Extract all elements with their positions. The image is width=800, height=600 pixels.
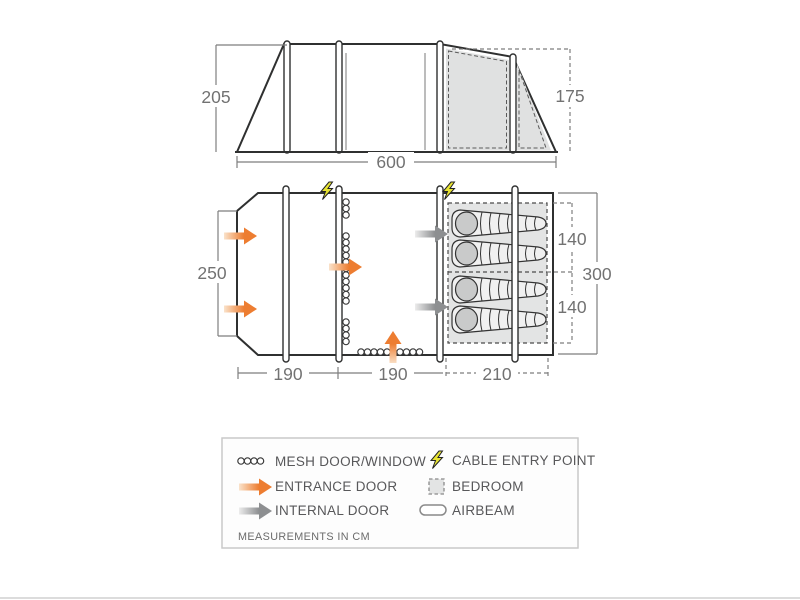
dim-elevation-height-right: 175 [452,48,587,152]
legend-label-entrance: ENTRANCE DOOR [275,479,397,494]
dim-label-600: 600 [376,152,405,172]
airbeam-pole [509,53,517,154]
dim-label-140-top: 140 [557,229,586,249]
mesh-icon [237,457,265,465]
airbeam-pole [335,185,343,363]
legend-label-airbeam: AIRBEAM [452,503,515,518]
dim-label-300: 300 [582,264,611,284]
airbeam-pole [436,185,444,363]
dim-plan-rear-width: 300 [558,192,617,355]
legend-label-mesh: MESH DOOR/WINDOW [275,454,426,469]
bedroom-swatch-icon [428,478,445,495]
legend-box [221,437,579,549]
dim-label-175: 175 [555,86,584,106]
mesh-window [342,318,350,346]
legend-label-bedroom: BEDROOM [452,479,524,494]
legend: MESH DOOR/WINDOW ENTRANCE DOOR INTERNAL … [221,437,595,549]
dim-plan-sections: 190 190 210 [237,358,549,384]
legend-note: MEASUREMENTS IN CM [238,531,370,543]
airbeam-pole [283,40,291,154]
elevation-rear-panel-dash [518,69,547,149]
dim-label-140-bottom: 140 [557,297,586,317]
elevation-view: 205 175 600 [199,40,587,172]
dim-bedroom-depths: 140 140 [547,202,591,344]
airbeam-pole [436,40,444,154]
airbeam-pole [282,185,290,363]
dim-elevation-length: 600 [236,152,557,172]
page-bottom-divider [0,597,800,599]
dim-label-190-middle: 190 [378,364,407,384]
legend-label-cable: CABLE ENTRY POINT [452,453,595,468]
airbeam-pole [335,40,343,154]
dim-elevation-height-left: 205 [199,44,287,152]
elevation-bedroom-panel-dash [448,50,507,149]
airbeam-icon [419,504,447,516]
floorplan-view: 250 300 140 140 [194,181,617,384]
mesh-window [342,198,350,219]
dim-label-210: 210 [482,364,511,384]
dim-label-190-left: 190 [273,364,302,384]
dim-plan-front-width: 250 [194,210,237,337]
airbeam-pole [511,185,519,363]
elevation-rear-panel [517,64,551,151]
dim-label-250: 250 [197,263,226,283]
elevation-bedroom-panel [446,48,509,151]
dim-label-205: 205 [201,87,230,107]
legend-label-internal: INTERNAL DOOR [275,503,389,518]
